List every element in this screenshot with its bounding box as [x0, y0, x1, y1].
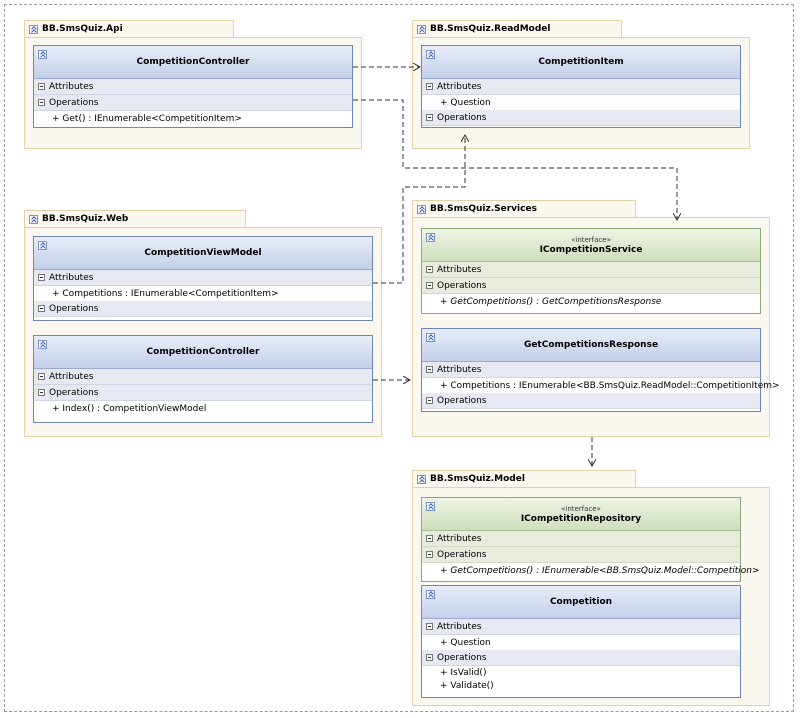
collapse-toggle-icon[interactable]: [38, 99, 45, 106]
collapse-icon[interactable]: [417, 474, 426, 484]
class-icompetition-service[interactable]: «interface» ICompetitionService Attribut…: [421, 228, 761, 314]
package-name: BB.SmsQuiz.Api: [42, 24, 123, 34]
class-competition[interactable]: Competition Attributes + Question Operat…: [421, 585, 741, 698]
class-name: CompetitionController: [146, 347, 260, 357]
collapse-icon[interactable]: [29, 24, 38, 34]
collapse-toggle-icon[interactable]: [426, 623, 433, 630]
class-header: «interface» ICompetitionService: [422, 229, 760, 262]
attributes-section[interactable]: Attributes: [422, 79, 740, 95]
operations-section[interactable]: Operations: [34, 301, 372, 317]
attributes-section[interactable]: Attributes: [422, 262, 760, 278]
class-competition-item[interactable]: CompetitionItem Attributes + Question Op…: [421, 45, 741, 128]
class-header: Competition: [422, 586, 740, 619]
attributes-section[interactable]: Attributes: [34, 79, 352, 95]
collapse-icon[interactable]: [417, 204, 426, 214]
operations-section[interactable]: Operations: [34, 95, 352, 111]
collapse-toggle-icon[interactable]: [426, 114, 433, 121]
package-name: BB.SmsQuiz.Model: [430, 474, 525, 484]
collapse-toggle-icon[interactable]: [426, 397, 433, 404]
operation-member[interactable]: + Get() : IEnumerable<CompetitionItem>: [34, 111, 352, 126]
class-name: CompetitionViewModel: [144, 248, 262, 258]
package-tab-model[interactable]: BB.SmsQuiz.Model: [412, 470, 636, 487]
collapse-icon[interactable]: [426, 233, 435, 242]
package-tab-web[interactable]: BB.SmsQuiz.Web: [24, 210, 246, 227]
collapse-toggle-icon[interactable]: [38, 83, 45, 90]
collapse-icon[interactable]: [29, 214, 38, 224]
operation-member[interactable]: + GetCompetitions() : IEnumerable<BB.Sms…: [422, 563, 760, 578]
collapse-icon[interactable]: [38, 241, 47, 250]
class-web-competition-controller[interactable]: CompetitionController Attributes Operati…: [33, 335, 373, 423]
attributes-section[interactable]: Attributes: [34, 369, 372, 385]
attribute-member[interactable]: + Competitions : IEnumerable<BB.SmsQuiz.…: [422, 378, 780, 393]
collapse-icon[interactable]: [426, 50, 435, 59]
package-name: BB.SmsQuiz.ReadModel: [430, 24, 551, 34]
attribute-member[interactable]: + Question: [422, 95, 740, 110]
diagram-canvas: [4, 4, 794, 712]
operation-member[interactable]: + Validate(): [422, 679, 740, 692]
operation-member[interactable]: + GetCompetitions() : GetCompetitionsRes…: [422, 294, 760, 309]
class-name: Competition: [549, 597, 613, 607]
class-competition-view-model[interactable]: CompetitionViewModel Attributes + Compet…: [33, 236, 373, 321]
package-name: BB.SmsQuiz.Services: [430, 204, 537, 214]
class-header: GetCompetitionsResponse: [422, 329, 760, 362]
class-header: CompetitionController: [34, 336, 372, 369]
class-name: CompetitionController: [136, 57, 250, 67]
package-tab-readmodel[interactable]: BB.SmsQuiz.ReadModel: [412, 20, 622, 37]
class-header: «interface» ICompetitionRepository: [422, 498, 740, 531]
attributes-section[interactable]: Attributes: [422, 619, 740, 635]
collapse-icon[interactable]: [426, 590, 435, 599]
package-name: BB.SmsQuiz.Web: [42, 214, 129, 224]
attributes-section[interactable]: Attributes: [34, 270, 372, 286]
operations-section[interactable]: Operations: [422, 278, 760, 294]
collapse-icon[interactable]: [426, 333, 435, 342]
collapse-icon[interactable]: [38, 50, 47, 59]
class-get-competitions-response[interactable]: GetCompetitionsResponse Attributes + Com…: [421, 328, 780, 412]
operations-section[interactable]: Operations: [422, 110, 740, 126]
interface-stereotype: «interface»: [571, 235, 611, 244]
package-tab-api[interactable]: BB.SmsQuiz.Api: [24, 20, 234, 37]
class-header: CompetitionViewModel: [34, 237, 372, 270]
collapse-toggle-icon[interactable]: [426, 654, 433, 661]
class-icompetition-repository[interactable]: «interface» ICompetitionRepository Attri…: [421, 497, 760, 582]
collapse-toggle-icon[interactable]: [426, 535, 433, 542]
dependency-view-model-to-competition-item[interactable]: [373, 135, 465, 284]
dependency-api-controller-to-competition-service[interactable]: [353, 99, 677, 220]
package-tab-services[interactable]: BB.SmsQuiz.Services: [412, 200, 636, 217]
class-name: CompetitionItem: [538, 57, 624, 67]
attributes-section[interactable]: Attributes: [422, 362, 760, 378]
collapse-toggle-icon[interactable]: [426, 551, 433, 558]
collapse-toggle-icon[interactable]: [38, 274, 45, 281]
collapse-icon[interactable]: [417, 24, 426, 34]
collapse-toggle-icon[interactable]: [426, 282, 433, 289]
collapse-toggle-icon[interactable]: [38, 373, 45, 380]
collapse-toggle-icon[interactable]: [38, 389, 45, 396]
attribute-member[interactable]: + Competitions : IEnumerable<Competition…: [34, 286, 372, 301]
class-name: ICompetitionRepository: [520, 513, 642, 524]
class-header: CompetitionController: [34, 46, 352, 79]
interface-stereotype: «interface»: [561, 504, 601, 513]
collapse-toggle-icon[interactable]: [426, 266, 433, 273]
operation-member[interactable]: + IsValid(): [422, 666, 740, 679]
class-api-competition-controller[interactable]: CompetitionController Attributes Operati…: [33, 45, 353, 128]
collapse-toggle-icon[interactable]: [426, 366, 433, 373]
operation-member[interactable]: + Index() : CompetitionViewModel: [34, 401, 372, 416]
operations-section[interactable]: Operations: [422, 650, 740, 666]
attributes-section[interactable]: Attributes: [422, 531, 740, 547]
collapse-toggle-icon[interactable]: [38, 305, 45, 312]
class-name: GetCompetitionsResponse: [523, 340, 659, 350]
collapse-toggle-icon[interactable]: [426, 83, 433, 90]
collapse-icon[interactable]: [38, 340, 47, 349]
class-name: ICompetitionService: [539, 244, 643, 255]
operations-section[interactable]: Operations: [422, 393, 760, 409]
collapse-icon[interactable]: [426, 502, 435, 511]
attribute-member[interactable]: + Question: [422, 635, 740, 650]
class-header: CompetitionItem: [422, 46, 740, 79]
operations-section[interactable]: Operations: [34, 385, 372, 401]
operations-section[interactable]: Operations: [422, 547, 740, 563]
